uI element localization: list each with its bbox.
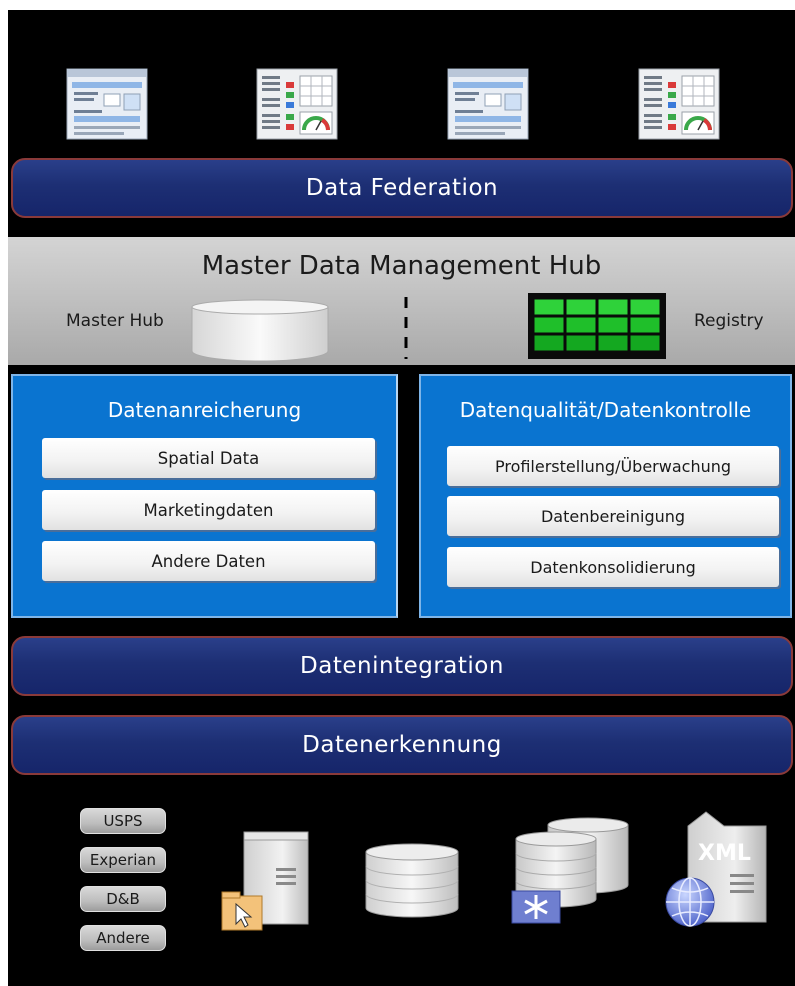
file-server-icon bbox=[221, 831, 309, 931]
enrichment-panel: Datenanreicherung Spatial Data Marketing… bbox=[11, 374, 398, 618]
mdm-hub-title: Master Data Management Hub bbox=[201, 251, 602, 281]
source-stack-item: Experian bbox=[80, 847, 166, 873]
registry-grid-icon bbox=[528, 293, 666, 359]
database-icon bbox=[365, 843, 459, 918]
report-form-icon bbox=[447, 68, 529, 140]
xml-label: XML bbox=[698, 841, 751, 866]
registry-label: Registry bbox=[694, 311, 764, 331]
data-integration-label: Datenintegration bbox=[300, 653, 504, 679]
xml-file-icon: XML bbox=[665, 811, 767, 927]
data-discovery-bar: Datenerkennung bbox=[11, 715, 793, 775]
data-federation-bar: Data Federation bbox=[11, 158, 793, 218]
quality-title: Datenqualität/Datenkontrolle bbox=[459, 398, 752, 422]
report-form-icon bbox=[66, 68, 148, 140]
dashboard-report-icon bbox=[638, 68, 720, 140]
source-stack-item: USPS bbox=[80, 808, 166, 834]
mdm-hub-panel: Master Data Management Hub Master Hub bbox=[8, 237, 795, 365]
enrichment-item: Spatial Data bbox=[42, 438, 375, 478]
source-stack-item: Andere bbox=[80, 925, 166, 951]
architecture-diagram: Data Federation Master Data Management H… bbox=[8, 10, 795, 986]
hub-divider bbox=[404, 297, 408, 359]
quality-item: Datenbereinigung bbox=[447, 496, 779, 536]
dashboard-report-icon bbox=[256, 68, 338, 140]
quality-panel: Datenqualität/Datenkontrolle Profilerste… bbox=[419, 374, 792, 618]
master-hub-database-icon bbox=[191, 299, 329, 362]
source-stack-item: D&B bbox=[80, 886, 166, 912]
enrichment-item: Andere Daten bbox=[42, 541, 375, 581]
master-hub-label: Master Hub bbox=[66, 311, 164, 331]
data-discovery-label: Datenerkennung bbox=[302, 732, 502, 758]
database-cluster-icon bbox=[511, 817, 629, 924]
enrichment-title: Datenanreicherung bbox=[107, 398, 302, 422]
quality-item: Datenkonsolidierung bbox=[447, 547, 779, 587]
enrichment-item: Marketingdaten bbox=[42, 490, 375, 530]
data-federation-label: Data Federation bbox=[305, 175, 499, 201]
data-integration-bar: Datenintegration bbox=[11, 636, 793, 696]
quality-item: Profilerstellung/Überwachung bbox=[447, 446, 779, 486]
